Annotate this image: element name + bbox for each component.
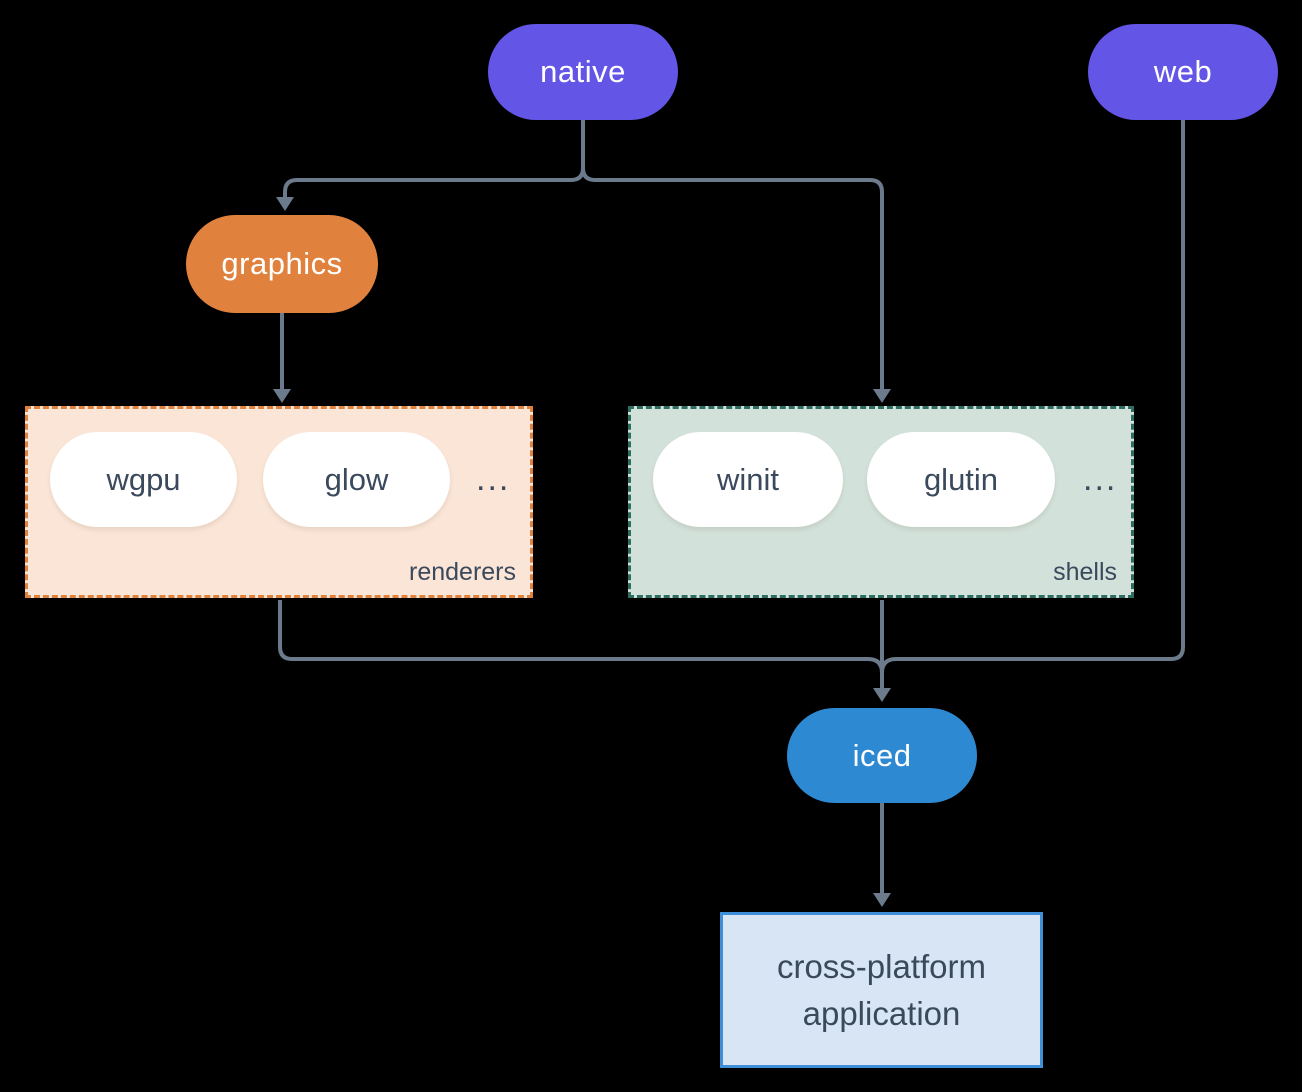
app-label-line1: cross-platform xyxy=(776,948,987,985)
wgpu-label: wgpu xyxy=(106,461,181,497)
arrowhead-to-renderers xyxy=(273,389,291,403)
glow-label: glow xyxy=(324,461,389,497)
iced-label: iced xyxy=(852,737,912,773)
native-label: native xyxy=(540,54,626,89)
shells-group: winit glutin ... shells xyxy=(628,406,1134,598)
edge-native-to-graphics xyxy=(283,120,585,198)
arrowhead-to-iced xyxy=(873,688,891,702)
renderers-ellipsis: ... xyxy=(476,460,511,498)
renderers-group-label: renderers xyxy=(409,558,516,586)
winit-node: winit xyxy=(653,432,843,527)
web-label: web xyxy=(1153,54,1213,89)
app-label-line2: application xyxy=(802,995,961,1032)
glow-node: glow xyxy=(263,432,450,527)
glutin-node: glutin xyxy=(867,432,1055,527)
shells-ellipsis: ... xyxy=(1083,460,1118,498)
renderers-group: wgpu glow ... renderers xyxy=(25,406,533,598)
edge-native-to-shells xyxy=(581,120,884,390)
shells-group-label: shells xyxy=(1053,558,1117,586)
native-node: native xyxy=(488,24,678,120)
edge-renderers-to-iced xyxy=(278,600,884,674)
wgpu-node: wgpu xyxy=(50,432,237,527)
glutin-label: glutin xyxy=(923,461,999,497)
iced-node: iced xyxy=(787,708,977,803)
winit-label: winit xyxy=(716,461,779,497)
graphics-node: graphics xyxy=(186,215,378,313)
graphics-label: graphics xyxy=(221,246,343,281)
arrowhead-to-graphics xyxy=(276,197,294,211)
web-node: web xyxy=(1088,24,1278,120)
arrowhead-to-app xyxy=(873,893,891,907)
arrowhead-to-shells xyxy=(873,389,891,403)
cross-platform-application-node: cross-platform application xyxy=(720,912,1043,1068)
